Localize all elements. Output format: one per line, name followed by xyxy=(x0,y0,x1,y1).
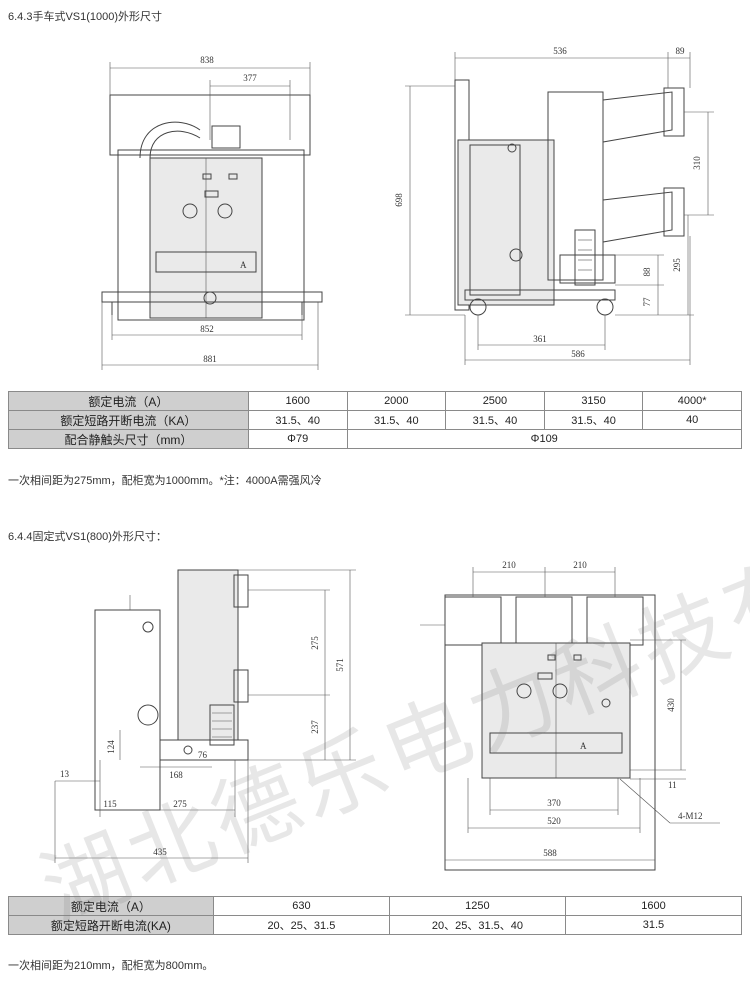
table-cell: 31.5、40 xyxy=(543,410,644,430)
dim-571: 571 xyxy=(335,658,345,672)
dim-520: 520 xyxy=(547,816,561,826)
section2-drawing: 275 571 237 124 76 168 13 115 275 435 A … xyxy=(54,560,720,871)
dim-586: 586 xyxy=(571,349,585,359)
dim-310: 310 xyxy=(692,156,702,170)
dim-370: 370 xyxy=(547,798,561,808)
dim-852: 852 xyxy=(200,324,214,334)
dim-275-vertical: 275 xyxy=(310,636,320,650)
dim-88: 88 xyxy=(642,267,652,277)
dim-89: 89 xyxy=(676,46,686,56)
table-row: 额定短路开断电流（KA） 31.5、40 31.5、40 31.5、40 31.… xyxy=(8,410,742,430)
table-cell: 630 xyxy=(212,896,390,916)
table-cell: 1600 xyxy=(564,896,743,916)
table-row: 配合静触头尺寸（mm） Φ79 Φ109 xyxy=(8,429,742,449)
dim-76: 76 xyxy=(198,750,208,760)
bolt-spec: 4-M12 xyxy=(678,811,703,821)
section2-note: 一次相间距为210mm，配柜宽为800mm。 xyxy=(8,960,214,972)
front-view-withdrawable: A xyxy=(101,94,323,321)
dim-237: 237 xyxy=(310,720,320,734)
dim-838: 838 xyxy=(200,55,214,65)
table-cell: 40 xyxy=(642,410,742,430)
row-label-breaking-current: 额定短路开断电流（KA） xyxy=(8,410,249,430)
dim-588: 588 xyxy=(543,848,557,858)
dim-210-right: 210 xyxy=(573,560,587,570)
dim-698: 698 xyxy=(394,193,404,207)
dim-881: 881 xyxy=(203,354,217,364)
table-cell: 1250 xyxy=(388,896,566,916)
table-row: 额定电流（A） 1600 2000 2500 3150 4000* xyxy=(8,391,742,411)
row-label-breaking-current: 额定短路开断电流(KA) xyxy=(8,915,214,935)
section1-title: 6.4.3手车式VS1(1000)外形尺寸 xyxy=(8,11,163,23)
table-cell: 31.5、40 xyxy=(247,410,348,430)
dim-295: 295 xyxy=(672,258,682,272)
dim-168: 168 xyxy=(169,770,183,780)
table-cell: 3150 xyxy=(543,391,644,411)
dim-210-left: 210 xyxy=(502,560,516,570)
table-cell: 31.5、40 xyxy=(346,410,447,430)
dim-124: 124 xyxy=(106,740,116,754)
row-label-contact-size: 配合静触头尺寸（mm） xyxy=(8,429,249,449)
dim-435: 435 xyxy=(153,847,167,857)
dim-77: 77 xyxy=(642,297,652,307)
table-row: 额定电流（A） 630 1250 1600 xyxy=(8,896,743,916)
section2-title: 6.4.4固定式VS1(800)外形尺寸： xyxy=(8,531,167,543)
side-view-withdrawable xyxy=(454,79,685,316)
dim-13: 13 xyxy=(60,769,70,779)
spec-table-fixed: 额定电流（A） 630 1250 1600 额定短路开断电流(KA) 20、25… xyxy=(8,896,743,935)
dim-536: 536 xyxy=(553,46,567,56)
table-row: 额定短路开断电流(KA) 20、25、31.5 20、25、31.5、40 31… xyxy=(8,915,743,935)
table-cell: Φ79 xyxy=(247,429,348,449)
svg-text:A: A xyxy=(240,260,247,270)
table-cell: 2000 xyxy=(346,391,447,411)
table-cell: 20、25、31.5、40 xyxy=(388,915,566,935)
dim-11: 11 xyxy=(668,780,677,790)
table-cell: 31.5 xyxy=(564,915,743,935)
table-cell: Φ109 xyxy=(346,429,742,449)
spec-table-withdrawable: 额定电流（A） 1600 2000 2500 3150 4000* 额定短路开断… xyxy=(8,391,742,449)
front-view-fixed: A xyxy=(420,594,656,871)
row-label-rated-current: 额定电流（A） xyxy=(8,896,214,916)
section1-drawing: A 838 377 852 881 xyxy=(101,46,714,370)
dim-430: 430 xyxy=(666,698,676,712)
dim-115: 115 xyxy=(103,799,117,809)
table-cell: 2500 xyxy=(445,391,545,411)
table-cell: 31.5、40 xyxy=(445,410,545,430)
table-cell: 1600 xyxy=(247,391,348,411)
row-label-rated-current: 额定电流（A） xyxy=(8,391,249,411)
table-cell: 4000* xyxy=(642,391,742,411)
dim-361: 361 xyxy=(533,334,547,344)
table-cell: 20、25、31.5 xyxy=(212,915,390,935)
dim-377: 377 xyxy=(243,73,257,83)
svg-text:A: A xyxy=(580,741,587,751)
dim-275-horizontal: 275 xyxy=(173,799,187,809)
section1-note: 一次相间距为275mm，配柜宽为1000mm。*注：4000A需强风冷 xyxy=(8,475,322,487)
